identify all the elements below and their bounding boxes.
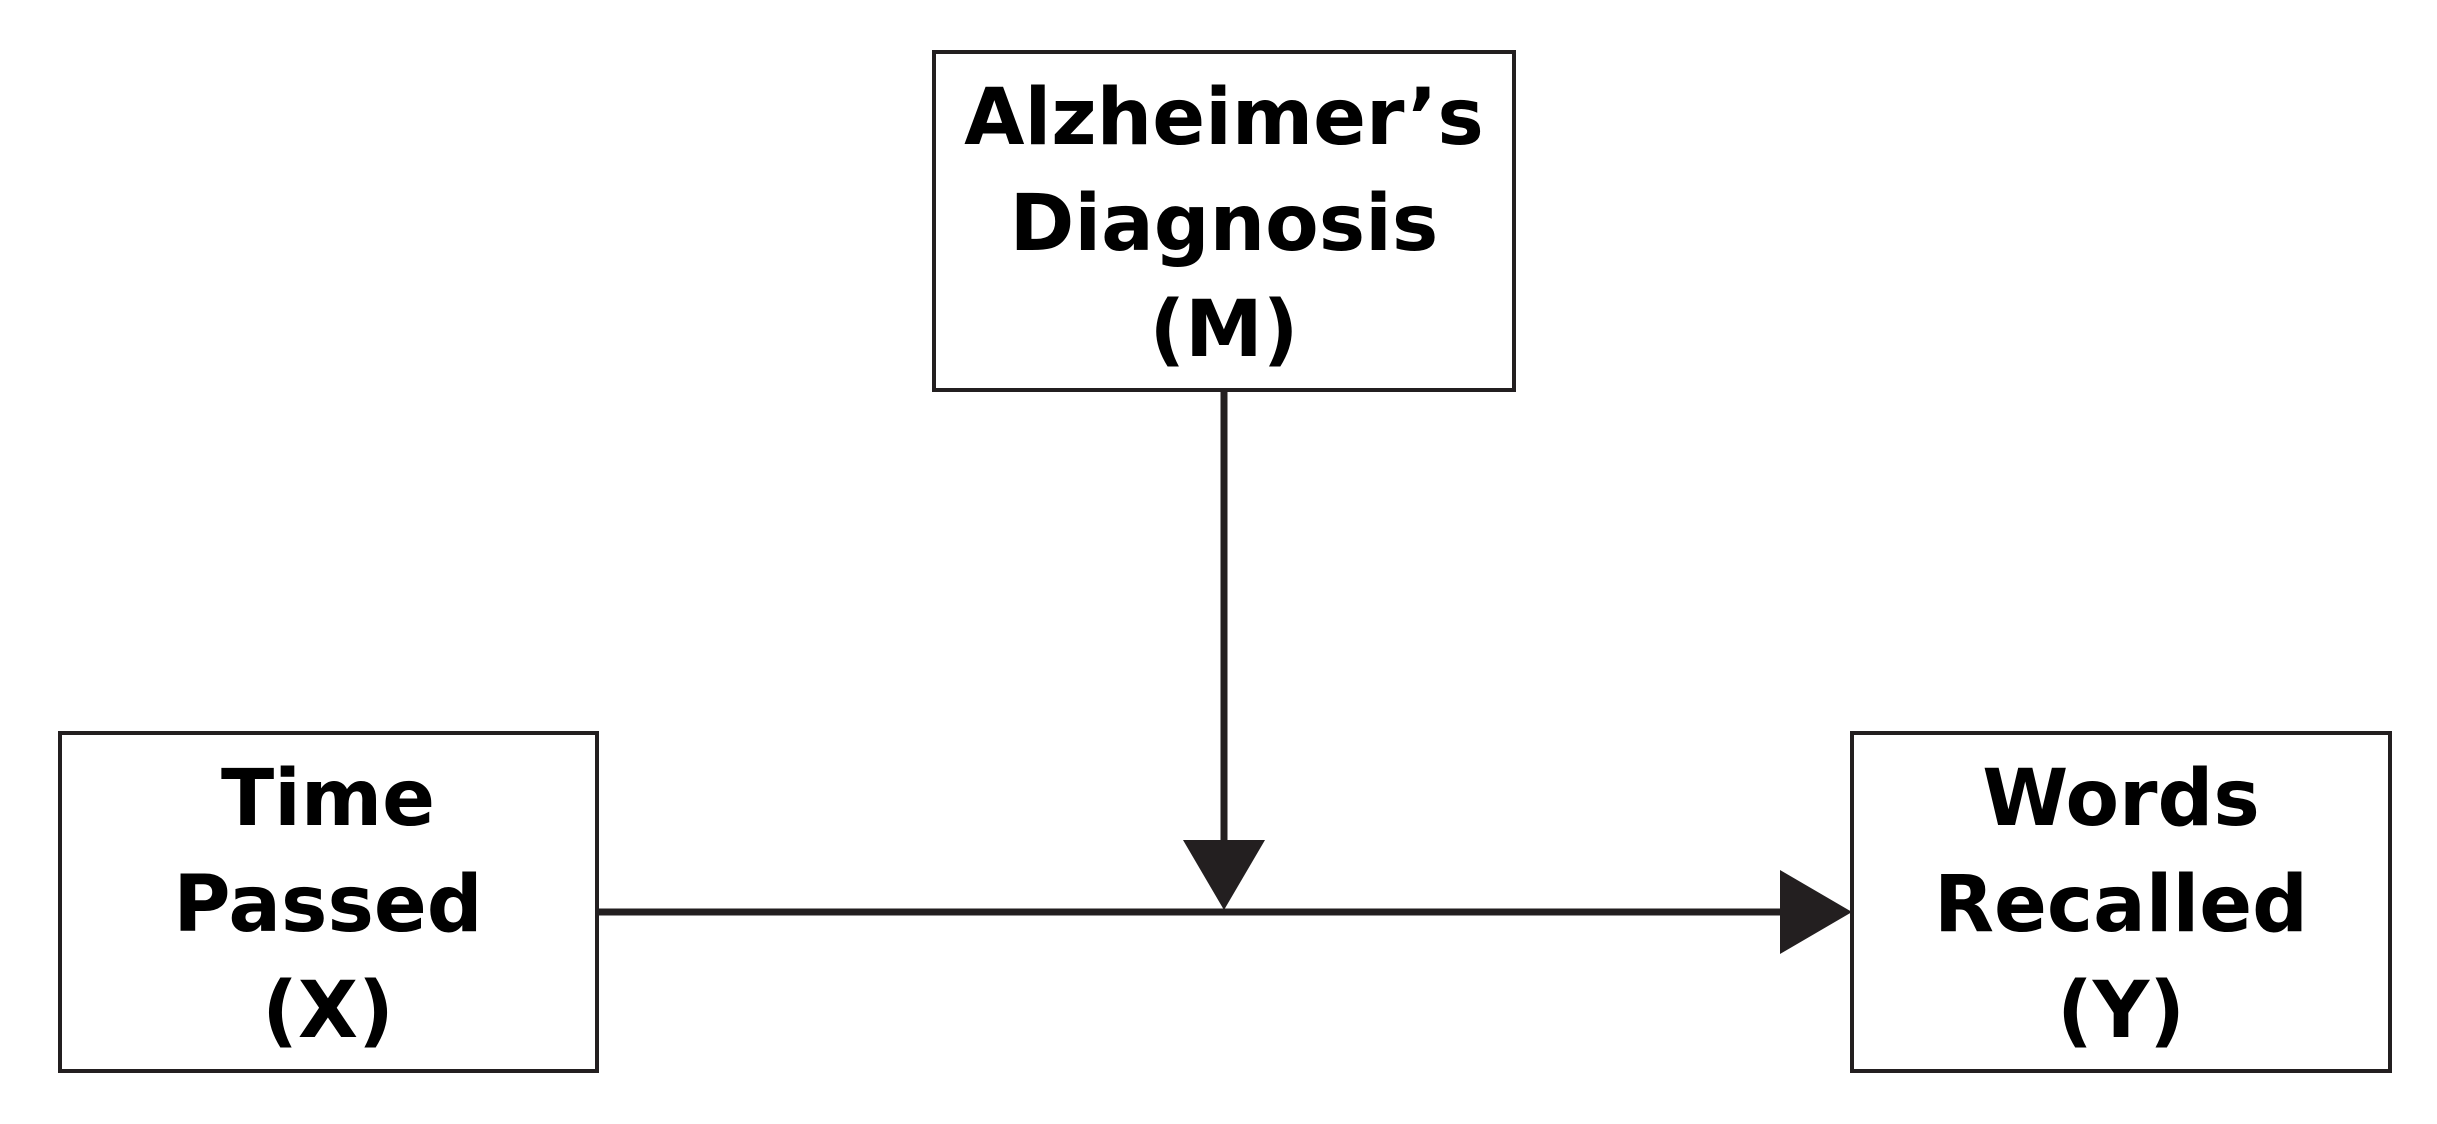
node-predictor-label-line-2: Passed: [173, 860, 482, 950]
edge-moderator-to-path-arrowhead: [1183, 840, 1265, 910]
edge-predictor-to-outcome-arrowhead: [1780, 870, 1852, 954]
node-outcome-box: [1850, 731, 2392, 1073]
edge-predictor-to-outcome: [599, 870, 1852, 954]
node-moderator-label-line-1: Alzheimer’s: [964, 73, 1484, 163]
edge-moderator-to-path: [1183, 391, 1265, 910]
node-predictor-label-line-3: (X): [262, 966, 393, 1056]
node-predictor-label-line-1: Time: [221, 754, 435, 844]
node-outcome: Words Recalled (Y): [1850, 731, 2392, 1073]
node-predictor-box: [58, 731, 599, 1073]
node-outcome-label-line-3: (Y): [2057, 966, 2185, 1056]
node-outcome-label-line-2: Recalled: [1934, 860, 2308, 950]
node-predictor: Time Passed (X): [58, 731, 599, 1073]
node-moderator: Alzheimer’s Diagnosis (M): [932, 50, 1516, 392]
node-moderator-label-line-2: Diagnosis: [1010, 179, 1439, 269]
node-moderator-box: [932, 50, 1516, 392]
node-outcome-label-line-1: Words: [1982, 754, 2260, 844]
node-moderator-label-line-3: (M): [1150, 285, 1299, 375]
